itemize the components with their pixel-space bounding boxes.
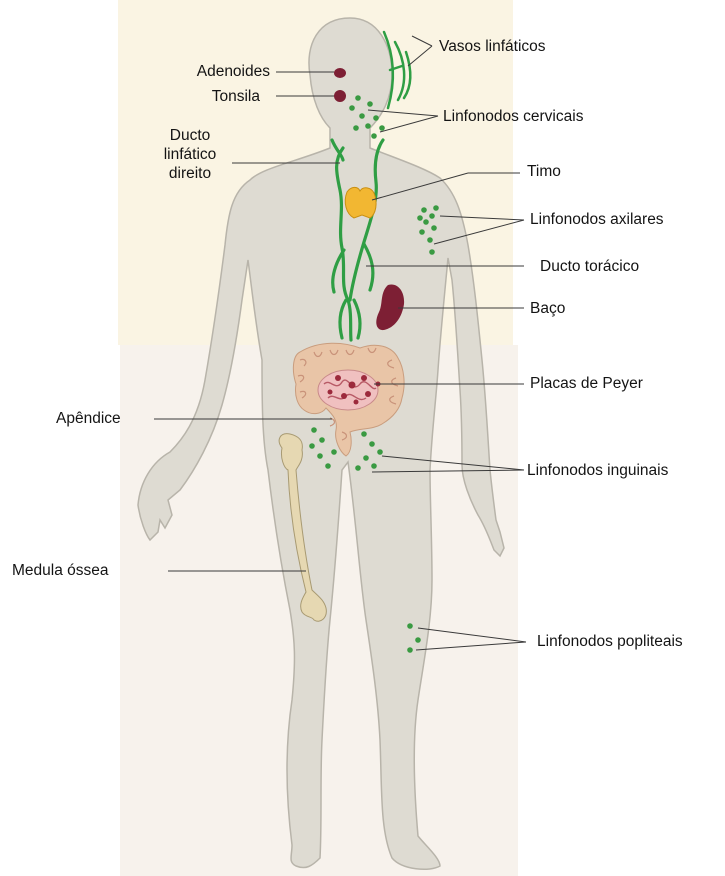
label-ducto-line-2: linfático (150, 145, 230, 164)
label-adenoides: Adenoides (150, 62, 270, 81)
label-vasos-linfaticos: Vasos linfáticos (439, 37, 546, 56)
label-placas-de-peyer: Placas de Peyer (530, 374, 643, 393)
label-linfonodos-axilares: Linfonodos axilares (530, 210, 664, 229)
label-ducto-line-3: direito (150, 164, 230, 183)
label-ducto-toracico: Ducto torácico (540, 257, 639, 276)
thymus (345, 187, 376, 218)
label-baco: Baço (530, 299, 565, 318)
label-linfonodos-cervicais: Linfonodos cervicais (443, 107, 583, 126)
label-apendice: Apêndice (56, 409, 121, 428)
label-medula-ossea: Medula óssea (12, 561, 109, 580)
label-tonsila: Tonsila (150, 87, 260, 106)
tonsil (334, 90, 346, 102)
label-timo: Timo (527, 162, 561, 181)
label-ducto-line-1: Ducto (150, 126, 230, 145)
label-linfonodos-popliteais: Linfonodos popliteais (537, 632, 683, 651)
label-ducto-linfatico-direito: Ducto linfático direito (150, 126, 230, 183)
adenoids (334, 68, 346, 78)
label-linfonodos-inguinais: Linfonodos inguinais (527, 461, 668, 480)
